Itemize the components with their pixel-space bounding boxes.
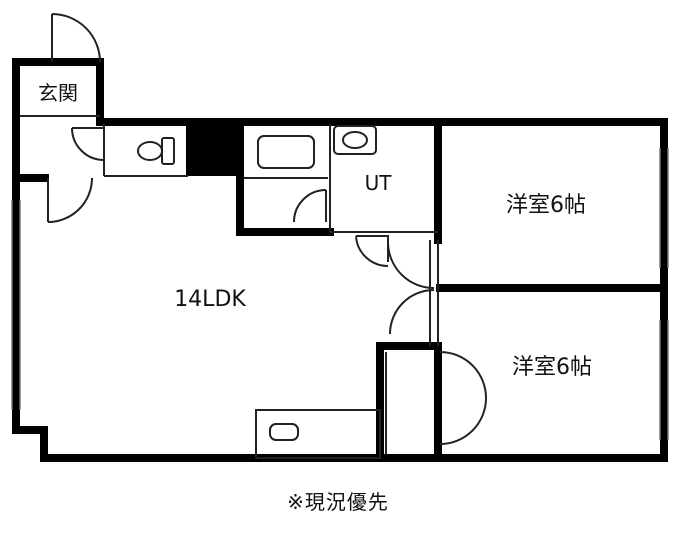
closet-door-a — [439, 351, 487, 399]
front-door — [51, 13, 101, 63]
toilet-tank — [161, 137, 175, 165]
closet-door-b — [439, 397, 487, 445]
washbasin-bowl-icon — [342, 131, 368, 149]
toilet-bowl-icon — [137, 141, 163, 161]
doors — [47, 13, 487, 445]
bathtub-icon — [257, 135, 315, 169]
utility-label: UT — [365, 171, 393, 195]
kitchen-counter — [255, 409, 381, 459]
closet-wall — [376, 342, 442, 462]
ut-door — [355, 235, 389, 268]
entrance-wall — [12, 58, 104, 182]
bath-wall — [236, 118, 334, 236]
bottom-wall — [12, 174, 668, 462]
room2-door — [389, 289, 435, 335]
bath-door — [293, 189, 327, 223]
western-room-1-label: 洋室6帖 — [506, 193, 586, 218]
toilet-door — [71, 127, 105, 161]
western-room-2-label: 洋室6帖 — [512, 355, 592, 380]
kitchen-sink-icon — [269, 423, 299, 441]
entrance-label: 玄関 — [38, 81, 78, 105]
current-condition-note: ※現況優先 — [287, 490, 389, 514]
thin-lines — [20, 115, 439, 454]
walls — [12, 58, 668, 462]
washbasin — [333, 125, 377, 155]
ldk-label: 14LDK — [174, 287, 246, 312]
windows — [11, 148, 669, 440]
room1-door — [387, 241, 435, 289]
ldk-door — [47, 177, 93, 223]
pipe-space — [186, 124, 238, 176]
fixtures — [137, 125, 381, 459]
